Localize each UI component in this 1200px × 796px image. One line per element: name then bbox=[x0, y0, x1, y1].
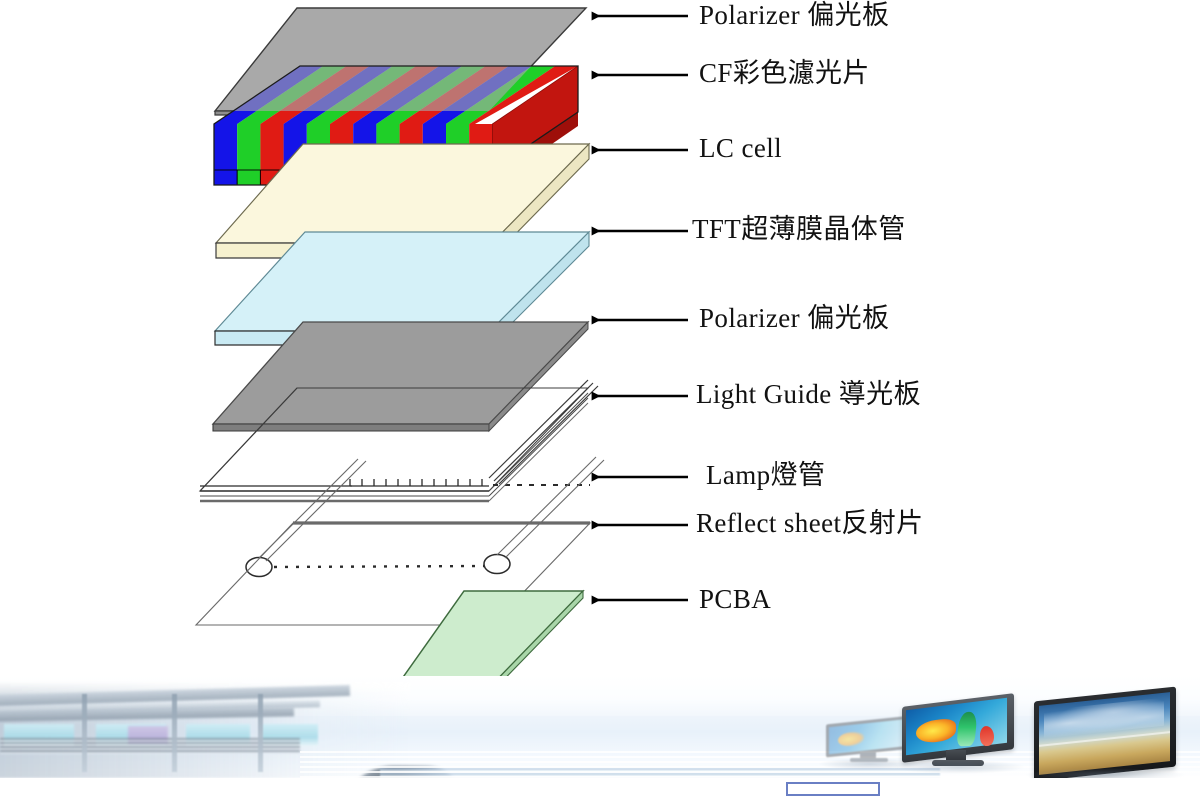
monitor-large bbox=[1034, 686, 1176, 778]
label-reflect-sheet: Reflect sheet反射片 bbox=[696, 508, 924, 538]
monitor-small-base bbox=[850, 758, 888, 762]
monitor-large-shadow bbox=[1024, 768, 1186, 778]
label-tft: TFT超薄膜晶体管 bbox=[692, 214, 906, 244]
label-light-guide: Light Guide 導光板 bbox=[696, 379, 921, 409]
monitor-medium-stand bbox=[946, 750, 966, 762]
monitor-small bbox=[826, 715, 912, 762]
monitor-medium-shadow bbox=[892, 760, 1026, 774]
building-column-3 bbox=[258, 694, 263, 772]
layer-tft bbox=[213, 230, 591, 347]
bottom-blue-frame bbox=[786, 782, 880, 796]
label-color-filter: CF彩色濾光片 bbox=[699, 58, 870, 88]
footer-photo-band bbox=[0, 676, 1200, 778]
layer-color-filter bbox=[213, 65, 579, 186]
monitor-medium bbox=[902, 693, 1014, 768]
building-lower-structure bbox=[0, 738, 300, 754]
label-lamp: Lamp燈管 bbox=[706, 460, 826, 490]
monitor-medium-base bbox=[932, 760, 984, 766]
label-polarizer-top: Polarizer 偏光板 bbox=[699, 0, 890, 30]
leader-arrows bbox=[591, 11, 688, 605]
label-polarizer-bottom: Polarizer 偏光板 bbox=[699, 303, 890, 333]
layer-polarizer-bottom bbox=[211, 320, 590, 433]
monitor-small-stand bbox=[860, 751, 876, 759]
monitor-small-shadow bbox=[818, 758, 920, 770]
label-lc-cell: LC cell bbox=[699, 133, 783, 163]
building-column-1 bbox=[82, 694, 87, 772]
layer-lamp bbox=[245, 379, 605, 578]
building-column-2 bbox=[172, 694, 177, 772]
label-pcba: PCBA bbox=[699, 584, 772, 614]
layer-light-guide bbox=[198, 387, 590, 503]
monitor-medium-artwork-red bbox=[980, 725, 994, 747]
